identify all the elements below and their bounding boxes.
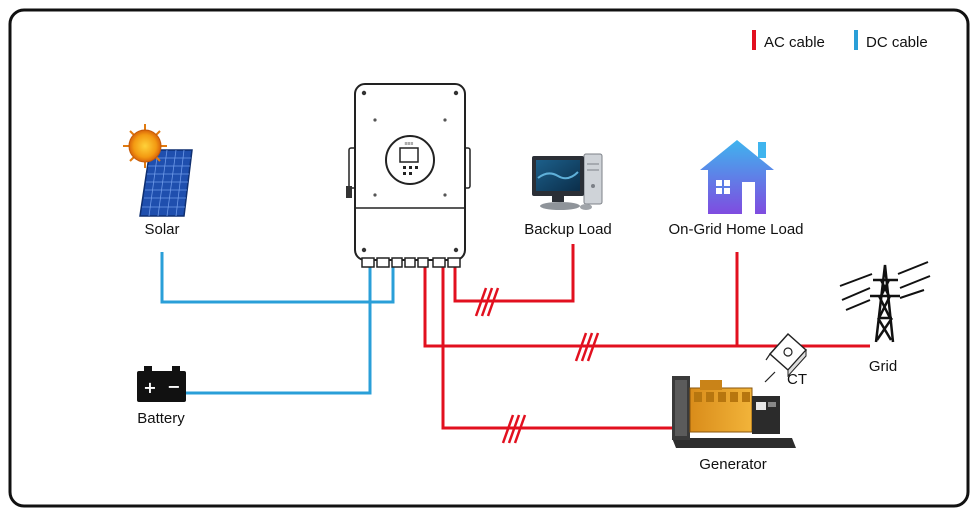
backup-load-ac-cable <box>453 244 575 303</box>
ac-legend-swatch <box>752 30 756 50</box>
ac-legend-label: AC cable <box>764 34 825 51</box>
ac-phase-marks <box>474 287 600 444</box>
inverter-icon: ≡≡≡ <box>346 83 471 268</box>
current-transformer-icon <box>764 332 808 383</box>
dc-cables <box>160 252 395 395</box>
solar-panel-icon <box>139 149 193 217</box>
backup-load-label: Backup Load <box>524 221 612 238</box>
legend: AC cable DC cable <box>752 30 928 51</box>
ct-label: CT <box>787 371 807 388</box>
dc-legend-swatch <box>854 30 858 50</box>
solar-dc-cable <box>160 252 395 304</box>
house-icon <box>700 140 774 214</box>
battery-label: Battery <box>137 410 185 427</box>
grid-ac-cable <box>423 266 870 348</box>
transmission-tower-icon <box>839 261 931 343</box>
grid-label: Grid <box>869 358 897 375</box>
solar-label: Solar <box>144 221 179 238</box>
sun-icon <box>123 124 167 168</box>
on-grid-home-load-label: On-Grid Home Load <box>668 221 803 238</box>
svg-text:+: + <box>143 378 156 397</box>
generator-label: Generator <box>699 456 767 473</box>
svg-text:≡≡≡: ≡≡≡ <box>405 141 414 147</box>
dc-legend-label: DC cable <box>866 34 928 51</box>
desktop-computer-icon <box>532 153 603 210</box>
generator-ac-cable <box>441 266 700 430</box>
generator-icon <box>672 376 796 448</box>
battery-dc-cable <box>186 266 372 395</box>
diagram-frame <box>8 8 970 508</box>
ac-cables <box>423 244 870 430</box>
svg-text:−: − <box>167 377 180 396</box>
battery-icon: + − <box>137 366 186 402</box>
